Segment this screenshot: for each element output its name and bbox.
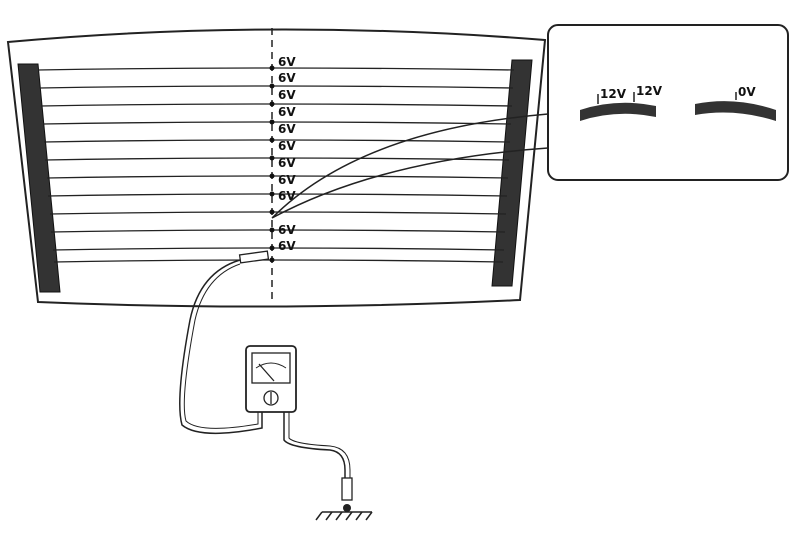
callout-leader xyxy=(271,113,549,219)
volt-label: 6V xyxy=(278,156,296,170)
probe-plug xyxy=(238,250,270,264)
volt-label: 6V xyxy=(278,189,296,203)
volt-label: 6V xyxy=(278,139,296,153)
inset-left-label-1: 12V xyxy=(600,87,627,101)
volt-label: 6V xyxy=(278,239,296,253)
multimeter-needle xyxy=(258,363,275,382)
volt-label: 6V xyxy=(278,55,296,69)
multimeter-scale-arc xyxy=(255,362,287,369)
left-bus-bar xyxy=(17,63,61,293)
inset-box xyxy=(547,24,789,181)
probe-lead-inner xyxy=(183,263,259,429)
rear-window-outline xyxy=(6,28,547,308)
probe-points xyxy=(269,65,275,263)
ground-contact xyxy=(343,504,351,512)
volt-label: 6V xyxy=(278,105,296,119)
multimeter xyxy=(245,345,297,413)
inset-left-label-2: 12V xyxy=(636,84,663,98)
inset-right-gauge-bar xyxy=(695,101,776,121)
ground-lead xyxy=(283,412,346,488)
volt-label: 6V xyxy=(278,173,296,187)
ground-clip xyxy=(341,477,353,501)
heater-grid-lines xyxy=(37,67,515,263)
volt-label: 6V xyxy=(278,122,296,136)
inset-right-label: 0V xyxy=(738,85,756,99)
right-bus-bar xyxy=(491,59,533,287)
voltage-labels: 6V 6V 6V 6V 6V 6V 6V 6V 6V 6V 6V xyxy=(278,55,296,253)
volt-label: 6V xyxy=(278,88,296,102)
ground-lead-inner xyxy=(288,412,351,488)
volt-label: 6V xyxy=(278,223,296,237)
inset-left-gauge-bar xyxy=(580,102,656,121)
volt-label: 6V xyxy=(278,71,296,85)
probe-lead xyxy=(179,259,263,435)
ground-symbol xyxy=(315,511,373,521)
